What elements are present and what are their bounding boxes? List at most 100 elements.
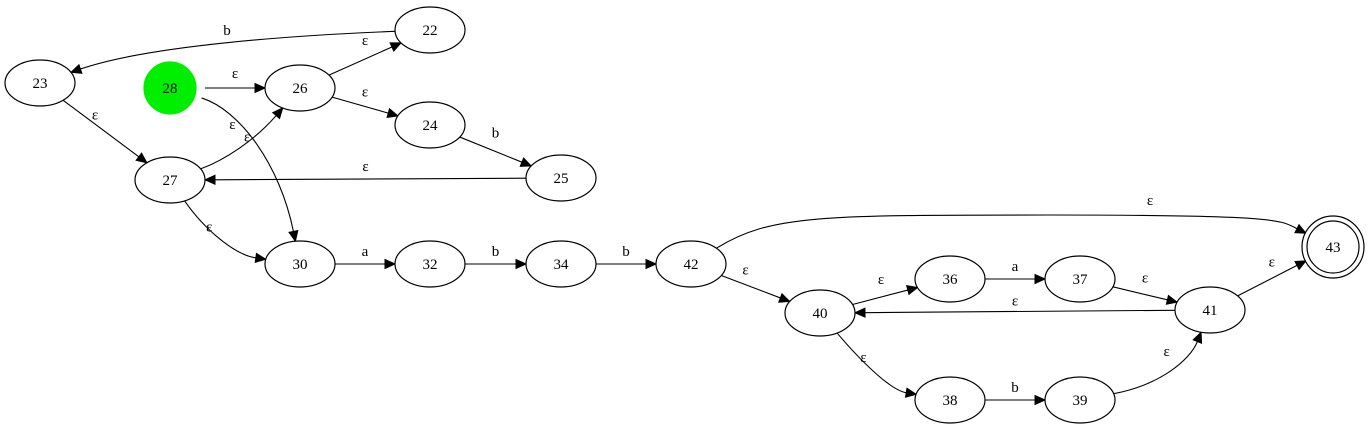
state-shape: [264, 64, 336, 112]
transition-line: [184, 200, 256, 259]
state-label: 38: [943, 393, 958, 409]
transition-line: [721, 274, 781, 299]
transition-line: [80, 30, 396, 70]
state-shape: [914, 376, 986, 424]
state-label: 39: [1073, 393, 1088, 409]
transition-label: ε: [1147, 193, 1153, 209]
state-24: 24: [394, 101, 466, 149]
arrowhead: [254, 252, 267, 264]
transition-26-to-22: ε: [328, 33, 403, 76]
arrowhead: [1165, 294, 1179, 305]
transition-label: ε: [878, 272, 884, 288]
arrowhead: [904, 387, 918, 398]
arrowhead: [386, 107, 400, 119]
transition-label: ε: [1163, 344, 1169, 360]
transition-24-to-25: b: [459, 126, 533, 167]
state-43-accept: 43: [1301, 215, 1365, 279]
state-label: 22: [423, 23, 438, 39]
transition-line: [836, 332, 907, 394]
transition-label: ε: [92, 108, 98, 124]
state-shape: [1044, 255, 1116, 303]
arrowhead: [519, 157, 533, 167]
state-34: 34: [525, 240, 597, 288]
state-shape: [394, 101, 466, 149]
state-shape: [394, 240, 466, 288]
transition-line: [1237, 264, 1298, 297]
state-shape: [1174, 286, 1246, 334]
state-26: 26: [264, 64, 336, 112]
state-label: 43: [1326, 240, 1341, 256]
transition-line: [852, 289, 908, 306]
state-shape: [525, 154, 597, 202]
state-40: 40: [784, 289, 856, 337]
state-30: 30: [264, 240, 336, 288]
transition-label: ε: [362, 85, 368, 101]
transition-39-to-41: ε: [1113, 331, 1203, 395]
transition-40-to-36: ε: [852, 272, 919, 306]
state-36: 36: [914, 255, 986, 303]
transition-22-to-23: b: [69, 23, 396, 74]
transition-label: a: [1012, 259, 1019, 275]
transition-line: [201, 97, 294, 232]
arrowhead: [905, 285, 919, 296]
state-label: 34: [554, 257, 570, 273]
arrowhead: [389, 42, 403, 53]
transition-line: [1113, 341, 1198, 395]
transition-line: [716, 214, 1298, 249]
transition-line: [214, 177, 527, 181]
state-label: 42: [684, 257, 699, 273]
transition-label: ε: [232, 66, 238, 82]
transition-label: b: [622, 244, 630, 260]
transition-label: ε: [1269, 254, 1275, 270]
state-shape: [264, 240, 336, 288]
state-label: 41: [1203, 303, 1218, 319]
transition-label: ε: [206, 219, 212, 235]
transition-label: ε: [860, 350, 866, 366]
transition-30-to-32: a: [335, 244, 397, 270]
transition-40-to-38: ε: [836, 332, 918, 398]
state-shape: [143, 61, 197, 115]
state-shape: [784, 289, 856, 337]
state-22: 22: [394, 6, 466, 54]
transition-26-to-24: ε: [331, 85, 400, 119]
transition-37-to-41: ε: [1112, 271, 1179, 305]
transition-23-to-27: ε: [62, 99, 148, 164]
arrowhead: [645, 258, 658, 270]
state-39: 39: [1044, 376, 1116, 424]
transition-label: ε: [229, 117, 235, 133]
state-28-start: 28: [143, 61, 197, 115]
transition-line: [1112, 286, 1168, 301]
transition-label: ε: [244, 130, 250, 146]
transition-label: b: [492, 244, 500, 260]
state-label: 37: [1073, 272, 1089, 288]
transition-line: [459, 136, 523, 163]
arrowhead: [384, 258, 397, 270]
state-shape: [134, 156, 206, 204]
state-label: 25: [554, 171, 569, 187]
arrowhead: [135, 152, 148, 164]
state-shape: [4, 59, 76, 107]
arrowhead: [1192, 331, 1203, 344]
transition-label: b: [223, 23, 231, 39]
state-shape: [525, 240, 597, 288]
arrowhead: [203, 174, 216, 186]
transition-label: ε: [1012, 294, 1018, 310]
transition-32-to-34: b: [465, 244, 528, 270]
transition-28-to-26: ε: [205, 66, 267, 94]
state-shape: [655, 240, 727, 288]
transition-41-to-40: ε: [853, 294, 1176, 318]
state-27: 27: [134, 156, 206, 204]
transition-34-to-42: b: [596, 244, 658, 270]
transition-label: b: [492, 126, 500, 142]
transition-38-to-39: b: [985, 380, 1047, 406]
state-shape: [1306, 220, 1360, 274]
transition-label: ε: [742, 263, 748, 279]
state-label: 30: [293, 257, 308, 273]
state-label: 27: [163, 173, 179, 189]
arrowhead: [69, 63, 83, 74]
state-label: 28: [163, 81, 178, 97]
transition-label: ε: [362, 33, 368, 49]
transition-label: ε: [362, 159, 368, 175]
